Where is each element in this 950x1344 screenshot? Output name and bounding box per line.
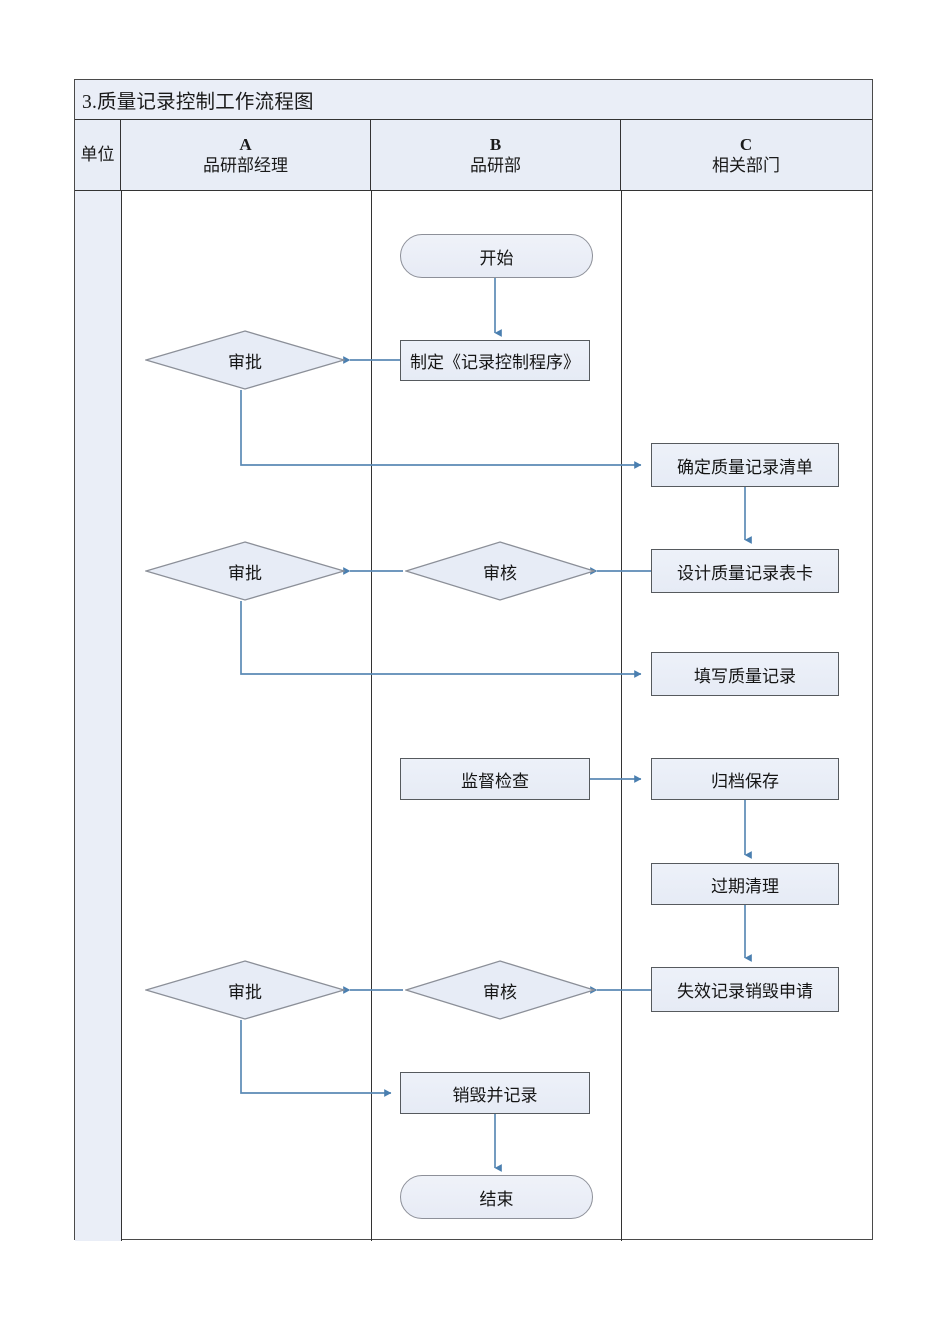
node-supervise-inspect[interactable]: 监督检查 bbox=[400, 758, 590, 800]
node-supervise-inspect-label: 监督检查 bbox=[461, 771, 529, 791]
lane-header-b: B 品研部 bbox=[371, 120, 621, 190]
lane-divider-a-b bbox=[371, 191, 372, 1241]
lane-divider-b-c bbox=[621, 191, 622, 1241]
node-review-2[interactable]: 审核 bbox=[405, 960, 595, 1020]
node-start-label: 开始 bbox=[479, 248, 514, 268]
node-review-1[interactable]: 审核 bbox=[405, 541, 595, 601]
lane-header-row: 单位 A 品研部经理 B 品研部 C 相关部门 bbox=[75, 120, 872, 191]
lane-c-code: C bbox=[739, 134, 753, 154]
node-determine-record-list[interactable]: 确定质量记录清单 bbox=[651, 443, 839, 487]
node-archive-store-label: 归档保存 bbox=[711, 771, 779, 791]
node-destroy-and-record-label: 销毁并记录 bbox=[452, 1085, 538, 1105]
node-expire-cleanup[interactable]: 过期清理 bbox=[651, 863, 839, 905]
node-end-label: 结束 bbox=[479, 1189, 514, 1209]
node-destroy-request[interactable]: 失效记录销毁申请 bbox=[651, 967, 839, 1012]
node-approve-3[interactable]: 审批 bbox=[145, 960, 345, 1020]
lane-header-a: A 品研部经理 bbox=[121, 120, 371, 190]
node-archive-store[interactable]: 归档保存 bbox=[651, 758, 839, 800]
node-fill-quality-record[interactable]: 填写质量记录 bbox=[651, 652, 839, 696]
node-destroy-and-record[interactable]: 销毁并记录 bbox=[400, 1072, 590, 1114]
document-title-row: 3.质量记录控制工作流程图 bbox=[75, 80, 872, 120]
node-expire-cleanup-label: 过期清理 bbox=[711, 876, 779, 896]
node-approve-1[interactable]: 审批 bbox=[145, 330, 345, 390]
lane-b-dept: 品研部 bbox=[470, 156, 521, 175]
node-start[interactable]: 开始 bbox=[400, 234, 593, 278]
lane-c-dept: 相关部门 bbox=[712, 156, 780, 175]
unit-column-body bbox=[75, 191, 121, 1241]
node-end[interactable]: 结束 bbox=[400, 1175, 593, 1219]
node-fill-quality-record-label: 填写质量记录 bbox=[694, 666, 796, 686]
unit-header-cell: 单位 bbox=[75, 120, 121, 190]
node-approve-2[interactable]: 审批 bbox=[145, 541, 345, 601]
node-determine-record-list-label: 确定质量记录清单 bbox=[677, 457, 813, 477]
lane-a-dept: 品研部经理 bbox=[203, 156, 288, 175]
node-make-procedure[interactable]: 制定《记录控制程序》 bbox=[400, 340, 590, 381]
node-design-record-form-label: 设计质量记录表卡 bbox=[677, 563, 813, 583]
lane-a-code: A bbox=[239, 134, 252, 154]
node-design-record-form[interactable]: 设计质量记录表卡 bbox=[651, 549, 839, 593]
node-destroy-request-label: 失效记录销毁申请 bbox=[677, 982, 813, 1001]
lane-divider-unit-a bbox=[121, 191, 122, 1241]
lane-header-c: C 相关部门 bbox=[621, 120, 871, 190]
unit-header-label: 单位 bbox=[80, 145, 115, 165]
page-title: 3.质量记录控制工作流程图 bbox=[82, 92, 314, 113]
node-make-procedure-label: 制定《记录控制程序》 bbox=[410, 353, 580, 372]
lane-b-code: B bbox=[489, 134, 502, 154]
